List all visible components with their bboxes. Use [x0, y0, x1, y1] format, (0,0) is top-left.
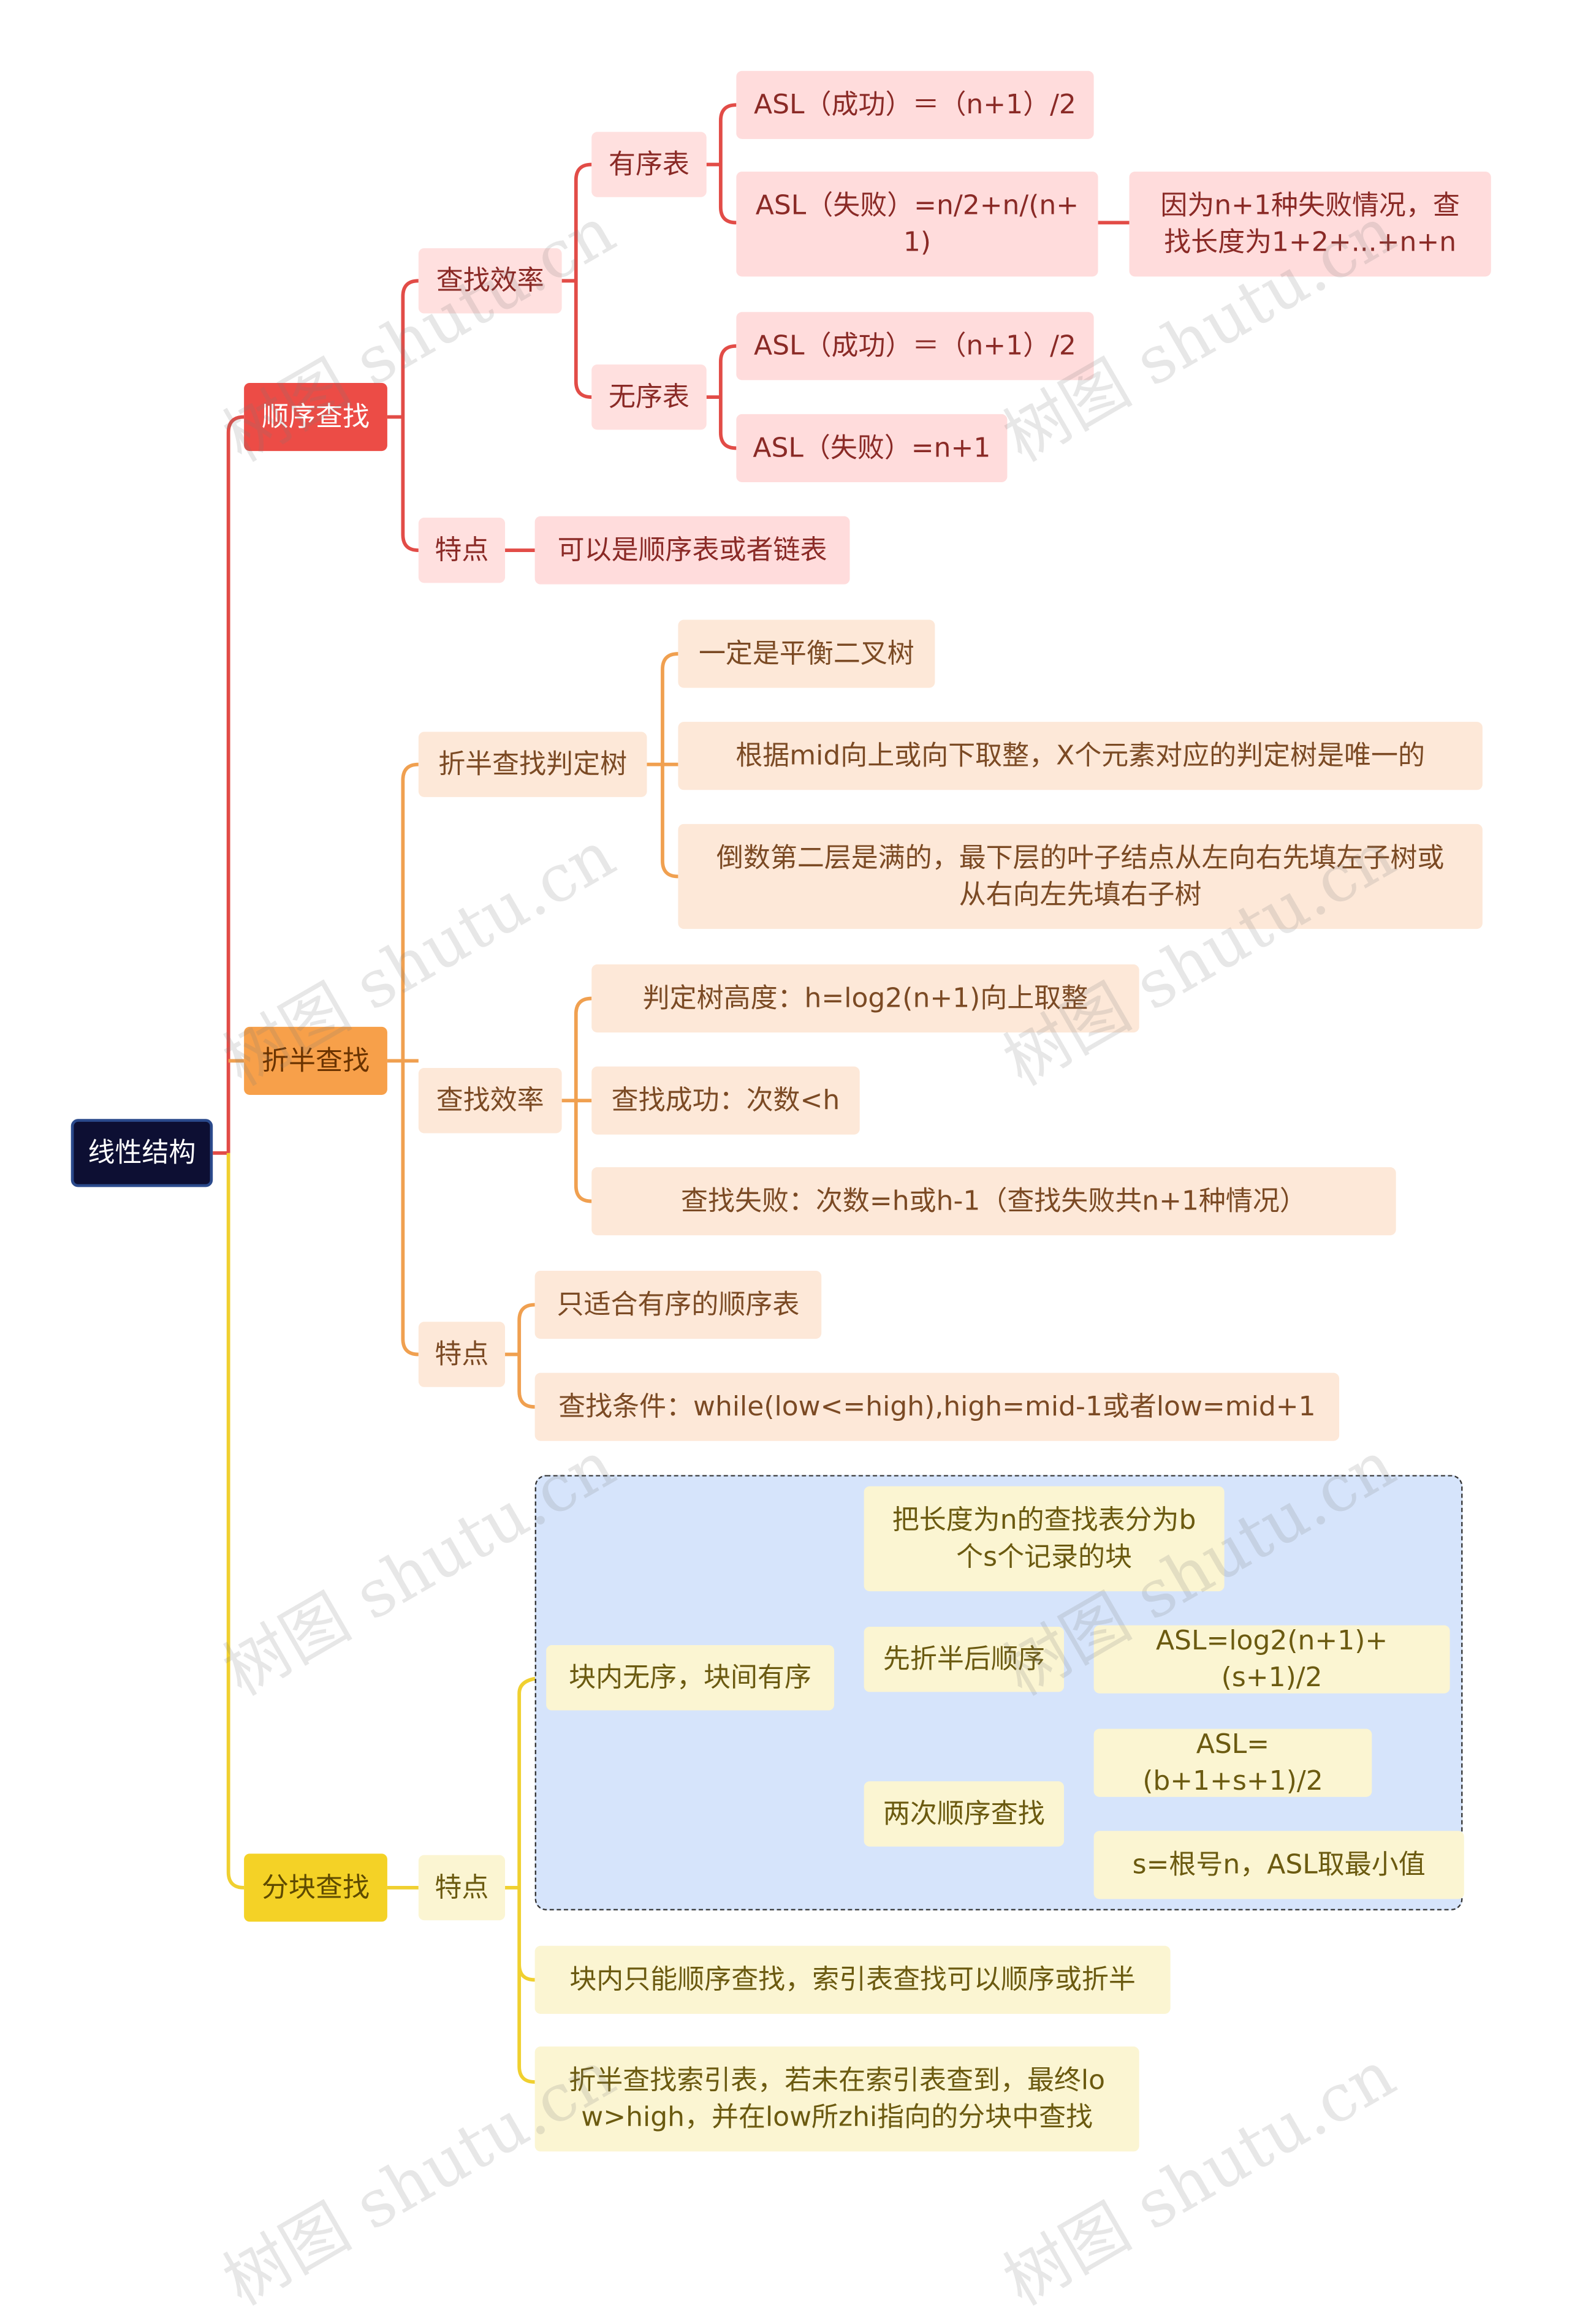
bin-tree-2-node[interactable]: 根据mid向上或向下取整，X个元素对应的判定树是唯一的 [678, 722, 1483, 790]
seq-node[interactable]: 顺序查找 [244, 382, 387, 452]
bin-feat-1-node[interactable]: 只适合有序的顺序表 [534, 1270, 822, 1339]
blk-g2-node[interactable]: 先折半后顺序 [864, 1626, 1065, 1692]
blk-g3-node[interactable]: 两次顺序查找 [864, 1781, 1065, 1847]
bin-tree-3-node[interactable]: 倒数第二层是满的，最下层的叶子结点从左向右先填左子树或 从右向左先填右子树 [678, 823, 1483, 929]
ordered-node[interactable]: 有序表 [591, 132, 707, 197]
blk-g1-node[interactable]: 把长度为n的查找表分为b 个s个记录的块 [864, 1486, 1225, 1592]
bin-eff-1-node[interactable]: 判定树高度：h=log2(n+1)向上取整 [591, 964, 1139, 1033]
blk-node[interactable]: 分块查找 [244, 1853, 387, 1922]
blk-g3-2-node[interactable]: s=根号n，ASL取最小值 [1093, 1831, 1464, 1899]
bin-tree-node[interactable]: 折半查找判定树 [418, 732, 647, 797]
bin-tree-1-node[interactable]: 一定是平衡二叉树 [678, 619, 935, 688]
bin-feat-node[interactable]: 特点 [418, 1322, 506, 1387]
bin-eff-3-node[interactable]: 查找失败：次数=h或h-1（查找失败共n+1种情况） [591, 1167, 1396, 1236]
blk-group-node[interactable]: 块内无序，块间有序 [546, 1645, 835, 1711]
bin-node[interactable]: 折半查找 [244, 1026, 387, 1095]
seq-feat-node[interactable]: 特点 [418, 517, 506, 583]
blk-g3-1-node[interactable]: ASL=(b+1+s+1)/2 [1093, 1728, 1372, 1797]
seq-feat-1-node[interactable]: 可以是顺序表或者链表 [534, 516, 850, 585]
mindmap: 线性结构 顺序查找 查找效率 有序表 ASL（成功）＝（n+1）/2 ASL（失… [70, 70, 1491, 2320]
blk-g2-1-node[interactable]: ASL=log2(n+1)+(s+1)/2 [1093, 1625, 1450, 1694]
root-node[interactable]: 线性结构 [70, 1119, 213, 1187]
bin-feat-2-node[interactable]: 查找条件：while(low<=high),high=mid-1或者low=mi… [534, 1372, 1340, 1441]
blk-feat-node[interactable]: 特点 [418, 1855, 506, 1921]
ordered-success-node[interactable]: ASL（成功）＝（n+1）/2 [736, 70, 1094, 139]
unordered-success-node[interactable]: ASL（成功）＝（n+1）/2 [736, 312, 1094, 380]
unordered-node[interactable]: 无序表 [591, 364, 707, 430]
blk-feat-3-node[interactable]: 折半查找索引表，若未在索引表查到，最终lo w>high，并在low所zhi指向… [534, 2046, 1139, 2152]
unordered-fail-node[interactable]: ASL（失败）=n+1 [736, 414, 1008, 482]
blk-feat-2-node[interactable]: 块内只能顺序查找，索引表查找可以顺序或折半 [534, 1945, 1171, 2014]
connector-lines [213, 103, 1130, 2084]
ordered-fail-note-node[interactable]: 因为n+1种失败情况，查 找长度为1+2+...+n+n [1129, 172, 1491, 277]
ordered-fail-node[interactable]: ASL（失败）=n/2+n/(n+ 1) [736, 172, 1098, 277]
seq-eff-node[interactable]: 查找效率 [418, 248, 562, 314]
bin-eff-2-node[interactable]: 查找成功：次数<h [591, 1066, 860, 1135]
bin-eff-node[interactable]: 查找效率 [418, 1067, 562, 1134]
